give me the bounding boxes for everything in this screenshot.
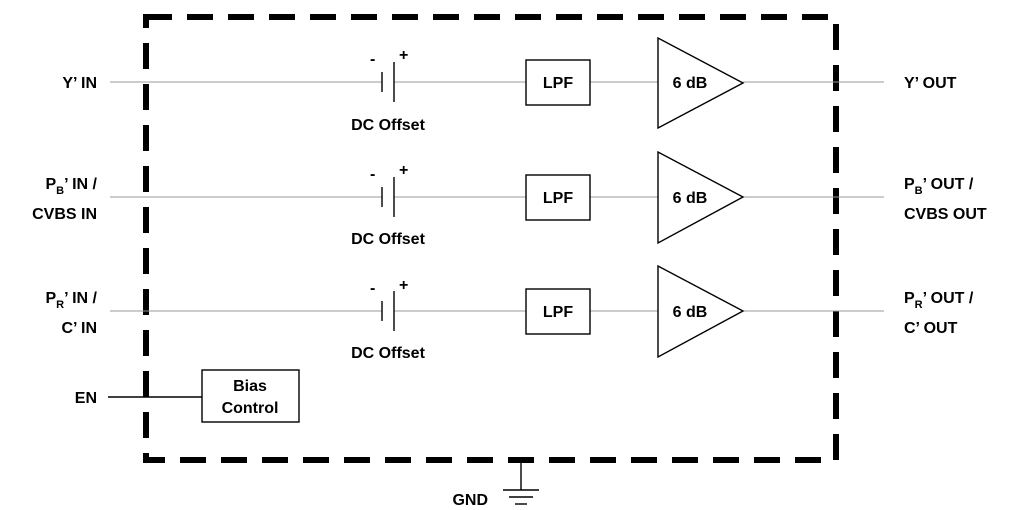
bias-label-line2: Control — [222, 400, 279, 417]
battery-minus: - — [370, 280, 375, 297]
input-label-c: C’ IN — [61, 320, 97, 337]
amp-gain-label: 6 dB — [673, 304, 708, 321]
battery-plus: + — [399, 47, 408, 64]
amplifier-triangle — [657, 150, 745, 245]
enable-label: EN — [75, 390, 97, 407]
lpf-label: LPF — [543, 304, 573, 321]
lpf-label: LPF — [543, 190, 573, 207]
ground-label: GND — [452, 492, 488, 509]
input-label-pr: PR’ IN / — [45, 290, 97, 311]
amplifier-triangle — [657, 264, 745, 359]
channel-2: PB’ IN / CVBS IN - + DC Offset LPF 6 dB … — [32, 150, 987, 248]
battery-plus: + — [399, 277, 408, 294]
chip-boundary — [143, 14, 839, 463]
channel-1: Y’ IN - + DC Offset LPF 6 dB Y’ OUT — [62, 36, 957, 134]
battery-minus: - — [370, 51, 375, 68]
dc-offset-label: DC Offset — [351, 231, 425, 248]
input-label-y: Y’ IN — [62, 75, 97, 92]
amp-gain-label: 6 dB — [673, 190, 708, 207]
output-label-y: Y’ OUT — [904, 75, 957, 92]
dc-offset-label: DC Offset — [351, 117, 425, 134]
input-label-pb: PB’ IN / — [45, 176, 97, 197]
channel-3: PR’ IN / C’ IN - + DC Offset LPF 6 dB PR… — [45, 264, 974, 362]
amplifier-triangle — [657, 36, 745, 130]
battery-plus: + — [399, 162, 408, 179]
bias-control-block: EN Bias Control — [75, 369, 300, 423]
output-label-c: C’ OUT — [904, 320, 958, 337]
battery-minus: - — [370, 166, 375, 183]
lpf-box — [525, 174, 591, 221]
bias-label-line1: Bias — [233, 378, 267, 395]
lpf-label: LPF — [543, 75, 573, 92]
bias-control-box — [201, 369, 300, 423]
lpf-box — [525, 59, 591, 106]
lpf-box — [525, 288, 591, 335]
output-label-cvbs: CVBS OUT — [904, 206, 987, 223]
dc-offset-label: DC Offset — [351, 345, 425, 362]
input-label-cvbs: CVBS IN — [32, 206, 97, 223]
ground-symbol: GND — [452, 460, 539, 509]
output-label-pr: PR’ OUT / — [904, 290, 974, 311]
amp-gain-label: 6 dB — [673, 75, 708, 92]
output-label-pb: PB’ OUT / — [904, 176, 974, 197]
